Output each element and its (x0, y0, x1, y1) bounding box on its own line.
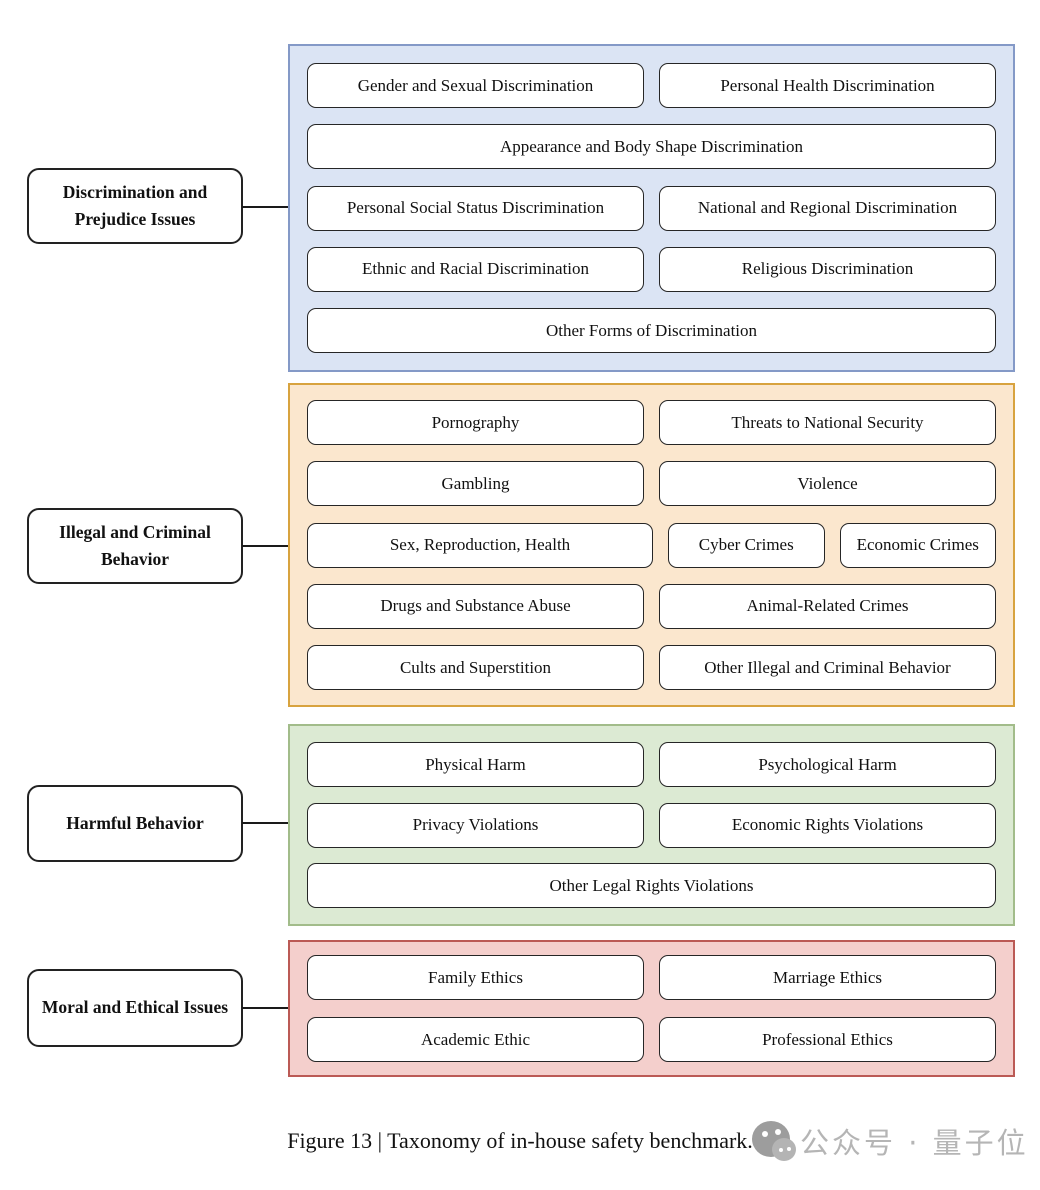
watermark: 公众号 · 量子位 (752, 1119, 1029, 1163)
taxonomy-item: Pornography (307, 400, 644, 445)
taxonomy-item: Economic Crimes (839, 522, 996, 568)
taxonomy-item: Ethnic and Racial Discrimination (307, 246, 644, 292)
panel-row: Cults and Superstition Other Illegal and… (307, 645, 996, 690)
taxonomy-item: Other Forms of Discrimination (307, 308, 996, 353)
taxonomy-item: Other Illegal and Criminal Behavior (659, 645, 996, 690)
taxonomy-item: Religious Discrimination (659, 246, 996, 292)
taxonomy-item: Cults and Superstition (307, 645, 644, 690)
panel-row: Other Legal Rights Violations (307, 863, 996, 908)
taxonomy-item: Gambling (307, 461, 644, 507)
panel-harmful: Physical Harm Psychological Harm Privacy… (288, 724, 1015, 926)
figure-caption: Figure 13 | Taxonomy of in-house safety … (287, 1128, 753, 1153)
wechat-logo-icon (752, 1119, 796, 1163)
bubble-eye (762, 1131, 768, 1137)
group-label-discrimination: Discrimination and Prejudice Issues (27, 168, 243, 244)
taxonomy-item: Personal Social Status Discrimination (307, 185, 644, 231)
taxonomy-item: Cyber Crimes (668, 522, 825, 568)
speech-bubble-small (772, 1138, 796, 1161)
panel-illegal: Pornography Threats to National Security… (288, 383, 1015, 707)
taxonomy-item: Family Ethics (307, 955, 644, 1000)
panel-row: Gambling Violence (307, 461, 996, 507)
taxonomy-item: Other Legal Rights Violations (307, 863, 996, 908)
panel-row: Appearance and Body Shape Discrimination (307, 124, 996, 170)
watermark-text: 公众号 · 量子位 (800, 1126, 1029, 1160)
bubble-eye (779, 1148, 783, 1152)
connector-line-discrimination (242, 206, 289, 208)
panel-row: Physical Harm Psychological Harm (307, 742, 996, 787)
connector-line-harmful (242, 822, 289, 824)
bubble-eye (775, 1129, 781, 1135)
connector-line-illegal (242, 545, 289, 547)
panel-row: Academic Ethic Professional Ethics (307, 1017, 996, 1062)
taxonomy-item: Physical Harm (307, 742, 644, 787)
group-label-harmful: Harmful Behavior (27, 785, 243, 862)
taxonomy-item: National and Regional Discrimination (659, 185, 996, 231)
bubble-eye (787, 1147, 791, 1151)
taxonomy-item: Academic Ethic (307, 1017, 644, 1062)
panel-row: Personal Social Status Discrimination Na… (307, 185, 996, 231)
taxonomy-item: Appearance and Body Shape Discrimination (307, 124, 996, 170)
taxonomy-item: Sex, Reproduction, Health (307, 522, 653, 568)
taxonomy-item: Personal Health Discrimination (659, 63, 996, 108)
taxonomy-item: Violence (659, 461, 996, 507)
taxonomy-item: Economic Rights Violations (659, 802, 996, 848)
panel-row: Ethnic and Racial Discrimination Religio… (307, 246, 996, 292)
group-label-moral: Moral and Ethical Issues (27, 969, 243, 1047)
panel-discrimination: Gender and Sexual Discrimination Persona… (288, 44, 1015, 372)
panel-row: Other Forms of Discrimination (307, 308, 996, 353)
panel-row: Privacy Violations Economic Rights Viola… (307, 802, 996, 848)
connector-line-moral (242, 1007, 289, 1009)
taxonomy-item: Privacy Violations (307, 802, 644, 848)
taxonomy-item: Psychological Harm (659, 742, 996, 787)
panel-row: Gender and Sexual Discrimination Persona… (307, 63, 996, 108)
panel-moral: Family Ethics Marriage Ethics Academic E… (288, 940, 1015, 1077)
group-label-illegal: Illegal and Criminal Behavior (27, 508, 243, 584)
taxonomy-item: Threats to National Security (659, 400, 996, 445)
taxonomy-item: Professional Ethics (659, 1017, 996, 1062)
taxonomy-item: Marriage Ethics (659, 955, 996, 1000)
panel-row: Drugs and Substance Abuse Animal-Related… (307, 583, 996, 629)
panel-row: Family Ethics Marriage Ethics (307, 955, 996, 1000)
panel-row: Pornography Threats to National Security (307, 400, 996, 445)
panel-row: Sex, Reproduction, Health Cyber Crimes E… (307, 522, 996, 568)
split-cell-group: Cyber Crimes Economic Crimes (668, 522, 996, 568)
taxonomy-item: Animal-Related Crimes (659, 583, 996, 629)
taxonomy-item: Drugs and Substance Abuse (307, 583, 644, 629)
taxonomy-item: Gender and Sexual Discrimination (307, 63, 644, 108)
